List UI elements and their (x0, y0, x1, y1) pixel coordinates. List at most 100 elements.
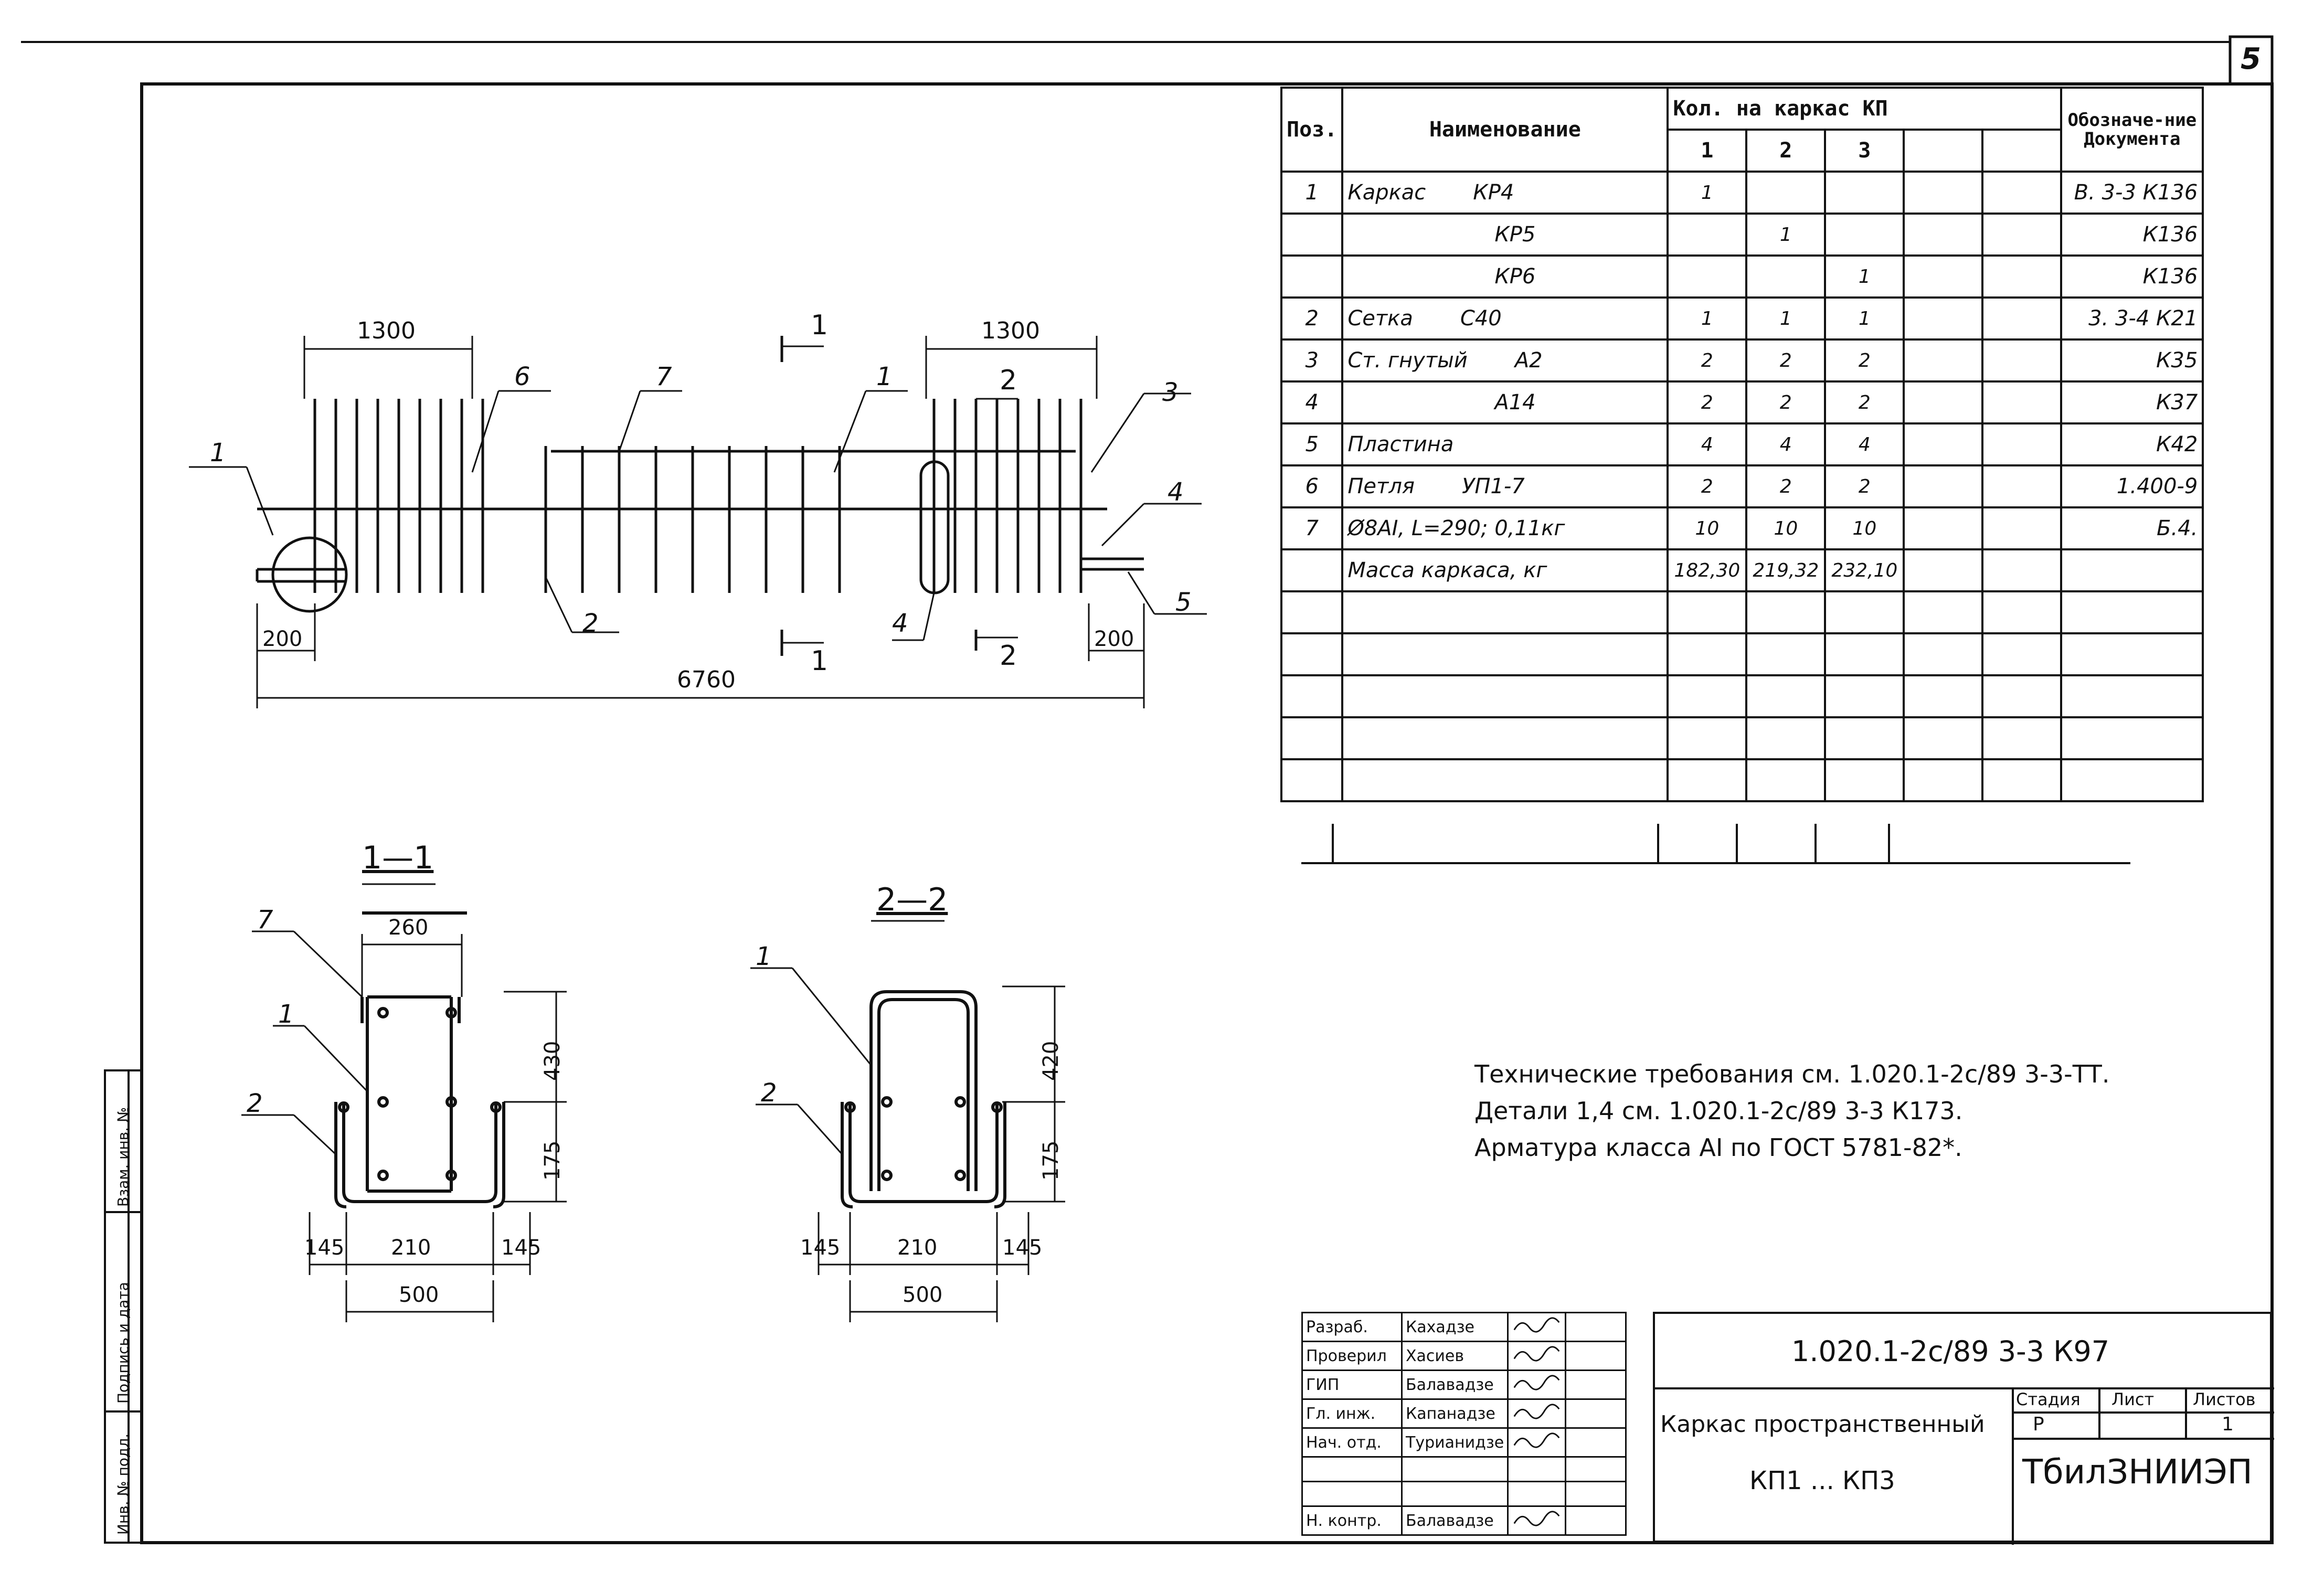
organization: ТбилЗНИИЭП (2022, 1453, 2253, 1492)
signature-cell (1507, 1341, 1567, 1371)
header-doc: Обозначе-ние Документа (2060, 87, 2204, 173)
sheet-number: 5 (2241, 42, 2261, 76)
cell-empty (1745, 716, 1827, 760)
signature-cell (1507, 1312, 1567, 1342)
signature-cell (1507, 1481, 1567, 1507)
cell-qty (1981, 338, 2063, 383)
qty-col-5 (1981, 129, 2063, 173)
cell-qty (1903, 506, 1984, 550)
cell-qty (1981, 506, 2063, 550)
cell-qty (1903, 380, 1984, 424)
cell-empty (1981, 758, 2063, 802)
stamp-vzam: Взам. инв. № (114, 1107, 132, 1207)
s2-dim-right: 145 (1002, 1236, 1043, 1260)
cell-empty (1824, 674, 1905, 718)
cell-pos: 5 (1280, 422, 1344, 466)
cell-empty (1824, 590, 1905, 634)
title-block-row (1301, 1481, 1627, 1507)
object-name: Каркас пространственный (1660, 1411, 1985, 1438)
cell-qty (1824, 213, 1905, 257)
s2-callout-1: 1 (756, 942, 772, 971)
title-block-row: Н. контр.Балавадзе (1301, 1505, 1627, 1536)
cell-qty: 1 (1667, 171, 1748, 215)
cell-mark-text: КР6 (1494, 264, 1536, 289)
signature-cell (1507, 1427, 1567, 1458)
signature-scribble (1513, 1375, 1560, 1390)
stamp-inv-podl: Инв. № подл. (114, 1433, 132, 1535)
table-subheader-row: 1 2 3 (1281, 129, 2203, 173)
s1-dim-top: 260 (388, 916, 429, 940)
cell-empty (1981, 632, 2063, 676)
table-row-empty (1280, 590, 2204, 634)
signature-cell (1507, 1456, 1567, 1482)
cell-qty: 2 (1745, 338, 1827, 383)
cell-mark-text: С40 (1460, 306, 1502, 331)
date-cell (1565, 1427, 1627, 1458)
elev-dim-right: 1300 (981, 317, 1040, 344)
cell-name-text: Петля (1347, 474, 1415, 498)
s1-dim-lower: 175 (540, 1140, 565, 1181)
cell-name-text: Ст. гнутый (1347, 348, 1468, 373)
cell-empty (1341, 632, 1669, 676)
cell-empty (1745, 674, 1827, 718)
elev-callout-2: 2 (582, 609, 599, 638)
cell-qty: 4 (1824, 422, 1905, 466)
side-stamp (104, 1069, 143, 1544)
cell-qty: 2 (1667, 380, 1748, 424)
qty-col-2: 2 (1745, 129, 1827, 173)
cell-pos (1280, 254, 1344, 299)
cell-name: КР5 (1341, 213, 1669, 257)
signature-scribble (1513, 1511, 1560, 1526)
cell-doc: К136 (2060, 254, 2204, 299)
s1-callout-7: 7 (257, 905, 273, 935)
person-name-cell (1400, 1481, 1509, 1507)
header-name: Наименование (1341, 87, 1669, 173)
cell-name: Масса каркаса, кг (1341, 548, 1669, 592)
cell-qty (1667, 254, 1748, 299)
cell-empty (1667, 632, 1748, 676)
cell-empty (2060, 674, 2204, 718)
cell-qty (1903, 296, 1984, 341)
section-mark-2-bottom: 2 (1000, 640, 1017, 672)
s2-dim-lower: 175 (1039, 1140, 1063, 1181)
elev-callout-3: 3 (1162, 378, 1179, 407)
cell-name-text: Ø8АI, L=290; 0,11кг (1347, 516, 1565, 540)
table-row-empty (1280, 674, 2204, 718)
qty-col-3: 3 (1824, 129, 1905, 173)
cell-qty (1745, 171, 1827, 215)
cell-empty (1745, 632, 1827, 676)
person-name-cell: Турианидзе (1400, 1427, 1509, 1458)
signature-scribble (1513, 1432, 1560, 1448)
elevation-drawing (189, 336, 1207, 708)
cell-empty (1280, 632, 1344, 676)
cell-qty (1903, 254, 1984, 299)
title-block-main: 1.020.1-2с/89 3-3 К97 Каркас пространств… (1653, 1312, 2274, 1545)
cell-pos: 3 (1280, 338, 1344, 383)
elev-callout-7: 7 (656, 362, 672, 391)
section-1-title: 1—1 (362, 840, 434, 876)
cell-pos (1280, 548, 1344, 592)
cell-qty (1981, 422, 2063, 466)
signature-scribble (1513, 1317, 1560, 1333)
cell-empty (1903, 590, 1984, 634)
cell-empty (1341, 716, 1669, 760)
s2-dim-mid: 210 (897, 1236, 938, 1260)
cell-qty (1903, 338, 1984, 383)
signature-scribble (1513, 1346, 1560, 1362)
signature-cell (1507, 1505, 1567, 1536)
cell-qty: 2 (1824, 338, 1905, 383)
cell-name: Пластина (1341, 422, 1669, 466)
cell-qty (1981, 296, 2063, 341)
cell-qty (1981, 464, 2063, 508)
cell-empty (1667, 674, 1748, 718)
note-1: Технические требования см. 1.020.1-2с/89… (1474, 1060, 2110, 1088)
elev-dim-total: 6760 (677, 666, 736, 693)
